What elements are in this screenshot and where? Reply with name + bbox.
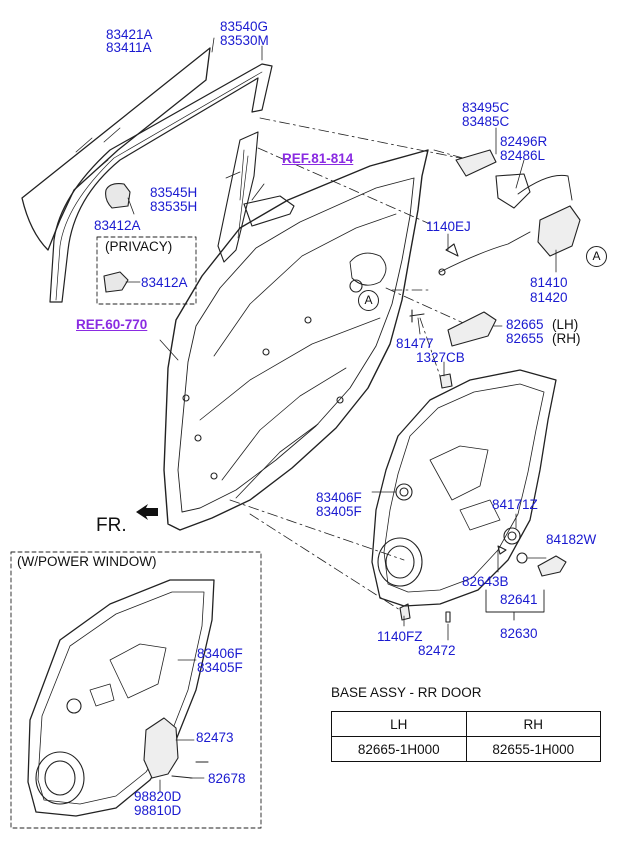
power-window-caption: (W/POWER WINDOW) bbox=[17, 554, 157, 569]
label-83405F-pw: 83405F bbox=[197, 660, 243, 675]
label-83406F: 83406F bbox=[316, 490, 362, 505]
front-direction-label: FR. bbox=[96, 515, 127, 536]
label-84171Z: 84171Z bbox=[492, 497, 538, 512]
label-82678: 82678 bbox=[208, 771, 246, 786]
label-82630: 82630 bbox=[500, 626, 538, 641]
label-81477: 81477 bbox=[396, 336, 434, 351]
label-83495C: 83495C bbox=[462, 100, 510, 115]
center-sash bbox=[217, 131, 259, 263]
privacy-box bbox=[96, 236, 197, 305]
detail-marker-a-left: A bbox=[358, 290, 379, 311]
label-83535H: 83535H bbox=[150, 199, 198, 214]
label-82496R: 82496R bbox=[500, 134, 548, 149]
power-window-trim bbox=[27, 579, 215, 817]
label-1327CB: 1327CB bbox=[416, 350, 465, 365]
label-83412A-top: 83412A bbox=[94, 218, 141, 233]
handle-bracket-part bbox=[447, 311, 497, 347]
label-83545H: 83545H bbox=[150, 185, 198, 200]
label-83405F: 83405F bbox=[316, 504, 362, 519]
label-83421A: 83421A bbox=[106, 27, 153, 42]
label-83540G: 83540G bbox=[220, 19, 269, 34]
fr-arrow-icon bbox=[136, 504, 158, 520]
label-98810D: 98810D bbox=[134, 803, 182, 818]
label-82665: 82665 bbox=[506, 317, 544, 332]
label-81410: 81410 bbox=[530, 275, 568, 290]
label-84182W: 84182W bbox=[546, 532, 597, 547]
glass-run-channel bbox=[49, 63, 273, 303]
label-leaders bbox=[125, 37, 557, 793]
door-glass bbox=[21, 47, 211, 251]
label-83406F-pw: 83406F bbox=[197, 646, 243, 661]
base-assy-table: LH RH 82665-1H000 82655-1H000 bbox=[331, 711, 601, 762]
label-83411A: 83411A bbox=[106, 40, 152, 55]
ref-60-770[interactable]: REF.60-770 bbox=[76, 317, 148, 332]
cell-rh-part: 82655-1H000 bbox=[465, 736, 601, 762]
label-82643B: 82643B bbox=[462, 574, 509, 589]
label-1140FZ: 1140FZ bbox=[377, 629, 423, 644]
regulator-motor-part bbox=[143, 717, 179, 779]
label-83485C: 83485C bbox=[462, 114, 510, 129]
label-lh: (LH) bbox=[552, 317, 579, 332]
label-83412A-privacy: 83412A bbox=[141, 275, 188, 290]
privacy-clip-part bbox=[103, 271, 129, 293]
door-panel bbox=[163, 149, 429, 531]
base-table-title: BASE ASSY - RR DOOR bbox=[331, 685, 482, 700]
inside-handle-parts bbox=[497, 527, 567, 577]
detail-marker-a-right: A bbox=[586, 246, 607, 267]
header-rh: RH bbox=[465, 711, 601, 737]
label-82641: 82641 bbox=[500, 592, 538, 607]
label-82486L: 82486L bbox=[500, 148, 546, 163]
table-header-row: LH RH bbox=[331, 711, 601, 737]
header-lh: LH bbox=[331, 711, 467, 737]
ref-81-814[interactable]: REF.81-814 bbox=[282, 151, 354, 166]
label-98820D: 98820D bbox=[134, 789, 182, 804]
label-81420: 81420 bbox=[530, 290, 568, 305]
glass-clip-part bbox=[105, 183, 131, 209]
label-1140EJ: 1140EJ bbox=[426, 219, 471, 234]
label-82655: 82655 bbox=[506, 331, 544, 346]
leader-lines bbox=[229, 117, 471, 611]
cell-lh-part: 82665-1H000 bbox=[331, 736, 467, 762]
label-83530M: 83530M bbox=[220, 33, 269, 48]
label-82473: 82473 bbox=[196, 730, 234, 745]
power-window-box bbox=[10, 551, 262, 829]
label-rh: (RH) bbox=[552, 331, 581, 346]
door-trim bbox=[371, 369, 557, 607]
table-row: 82665-1H000 82655-1H000 bbox=[331, 736, 601, 762]
label-82472: 82472 bbox=[418, 643, 456, 658]
latch-parts bbox=[438, 149, 581, 276]
bracket-82630 bbox=[485, 589, 545, 621]
motor-bolt bbox=[171, 761, 209, 779]
label-privacy: (PRIVACY) bbox=[105, 239, 173, 254]
